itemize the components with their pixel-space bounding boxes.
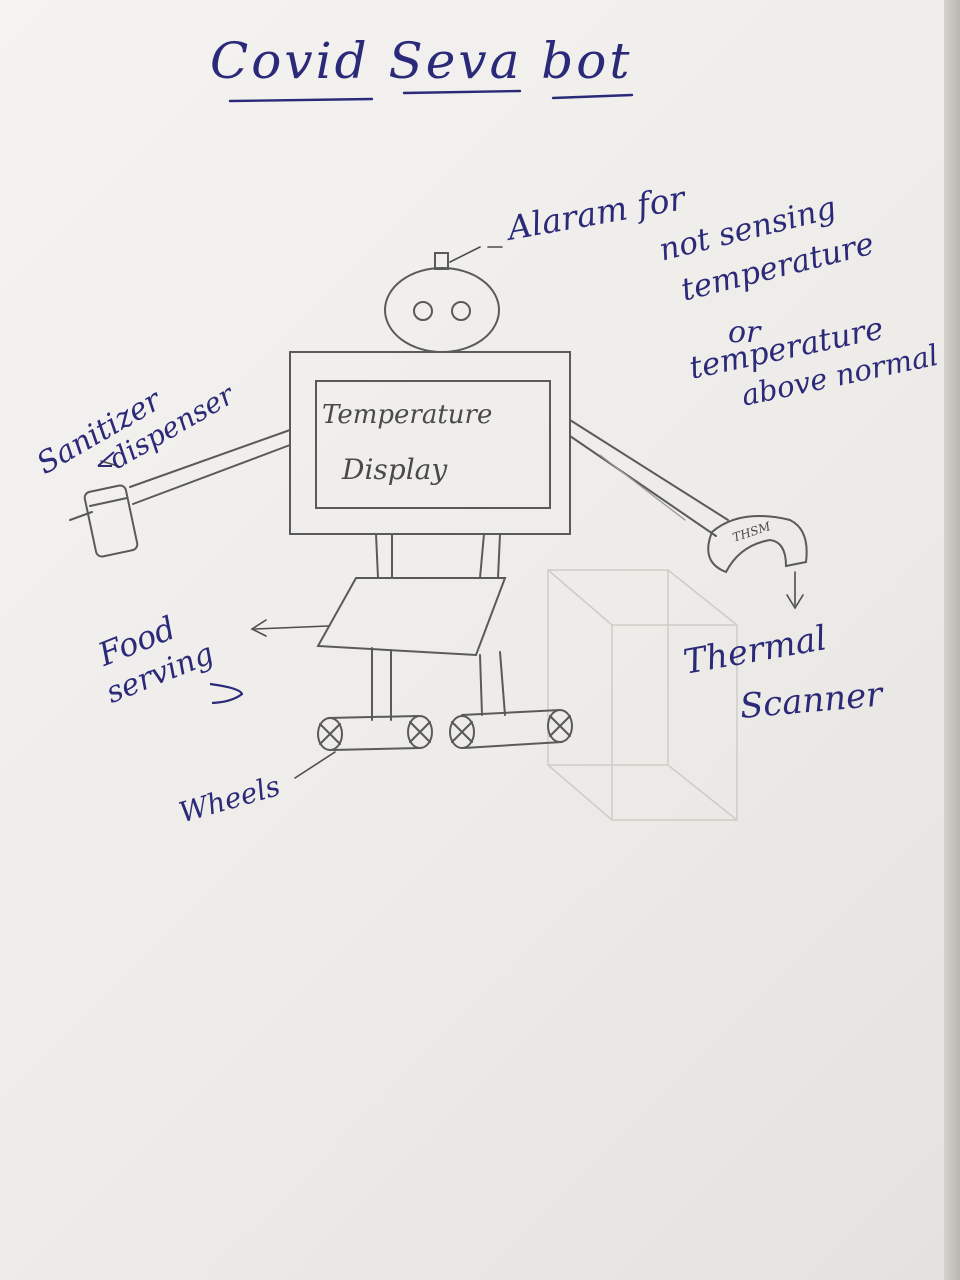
food-tray	[316, 577, 507, 657]
right-arm	[569, 419, 729, 537]
upper-legs	[375, 533, 501, 579]
screen-text-line-1: Temperature	[322, 400, 493, 430]
pointer-lines	[100, 246, 804, 779]
robot-head	[384, 267, 500, 353]
label-alarm-note-3: or	[728, 315, 761, 350]
right-eye	[451, 301, 471, 321]
lower-legs	[371, 647, 506, 721]
left-arm	[129, 429, 291, 505]
title-underlines	[228, 89, 634, 103]
page-title: Covid Seva bot	[210, 32, 633, 90]
robot-body	[289, 351, 571, 535]
thermal-scanner-gun	[707, 515, 808, 574]
screen-text-line-2: Display	[342, 453, 448, 486]
antenna	[434, 252, 449, 270]
sanitizer-bottle	[69, 484, 139, 558]
left-eye	[413, 301, 433, 321]
temperature-screen	[315, 380, 551, 509]
faint-box-sketch	[547, 569, 738, 821]
paper-edge	[944, 0, 960, 1280]
left-wheel	[317, 715, 433, 751]
right-wheel	[449, 709, 573, 749]
sanitizer-arrow	[97, 451, 115, 467]
food-bracket	[209, 682, 244, 705]
